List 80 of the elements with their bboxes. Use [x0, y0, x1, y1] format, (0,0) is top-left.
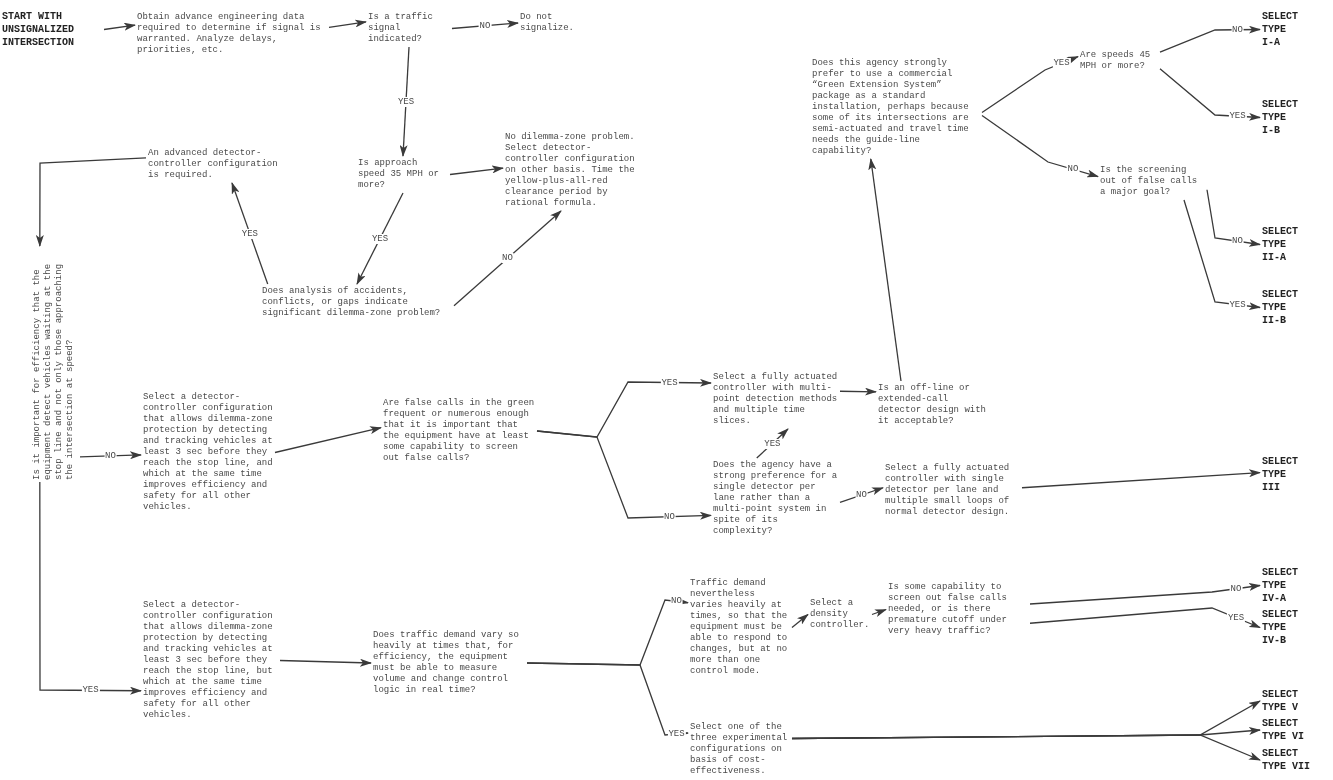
edge-label: NO	[855, 490, 868, 501]
step-text: Does this agency strongly prefer to use a commercial “Green Extension System” package as a standard installation, perhaps because some of its intersections are semi-actuated and travel time needs the guide-line capability?	[812, 58, 980, 157]
step-text: No dilemma-zone problem. Select detector-controller configuration on other basis. Time the yellow-plus-all-red clearance period by rational formula.	[505, 132, 645, 209]
edge-label: NO	[670, 596, 683, 607]
arrow	[868, 158, 902, 382]
result-text: START WITH UNSIGNALIZED INTERSECTION	[2, 10, 102, 49]
step-text: Does analysis of accidents, conflicts, or gaps indicate significant dilemma-zone problem?	[262, 286, 452, 319]
arrow	[526, 662, 689, 738]
arrow	[1206, 189, 1261, 247]
edge-label: YES	[667, 729, 686, 739]
step-text: Are speeds 45 MPH or more?	[1080, 50, 1158, 72]
edge-label: YES	[240, 228, 259, 239]
arrow	[356, 192, 404, 285]
arrow	[1021, 469, 1261, 489]
edge-label: NO	[104, 450, 117, 461]
arrow	[35, 157, 147, 247]
step-text: Select a detector-controller configuration that allows dilemma-zone protection by detecting and tracking vehicles at least 3 sec before they reach the stop line, but which at the same time improves efficiency and safety for all other vehicles.	[143, 600, 278, 721]
arrow	[279, 658, 372, 667]
result-text: SELECT TYPE III	[1262, 455, 1302, 494]
step-text: Obtain advance engineering data required to determine if signal is warranted. Analyze delays, priorities, etc.	[137, 12, 327, 56]
step-text: Traffic demand nevertheless varies heavily at times, so that the equipment must be able to respond to changes, but at no more than one control mode.	[690, 578, 790, 677]
step-text: Does traffic demand vary so heavily at times that, for efficiency, the equipment must be able to measure volume and change control logic in real time?	[373, 630, 525, 696]
edge-label: YES	[763, 438, 782, 449]
arrow	[791, 613, 809, 629]
arrow	[839, 387, 877, 396]
step-text: Select a fully actuated controller with single detector per lane and multiple small loops of normal detector design.	[885, 463, 1020, 518]
arrow	[1159, 68, 1261, 121]
arrow	[453, 210, 562, 307]
result-text: SELECT TYPE IV-A	[1262, 566, 1302, 605]
edge-label: YES	[1052, 58, 1071, 69]
arrow	[328, 19, 367, 29]
result-text: SELECT TYPE VI	[1262, 717, 1317, 743]
edge-label: YES	[1226, 612, 1246, 623]
arrow	[981, 55, 1079, 114]
arrow	[39, 481, 142, 695]
edge-label: YES	[370, 233, 390, 244]
arrow	[1183, 199, 1261, 311]
edge-label: NO	[1066, 164, 1080, 175]
step-text: Are false calls in the green frequent or numerous enough that it is important that the equipment have at least some capability to screen out false calls?	[383, 398, 535, 464]
step-text: Select one of the three experimental configurations on basis of cost-effectiveness.	[690, 722, 790, 777]
decision-text: Is it important for efficiency that the equipment detect vehicles waiting at the stop line and not only those approaching the intersection at speed?	[32, 248, 78, 480]
step-text: Select a fully actuated controller with multi-point detection methods and multiple time slices.	[713, 372, 838, 427]
result-text: SELECT TYPE VII	[1262, 747, 1317, 773]
step-text: Is an off-line or extended-call detector design with it acceptable?	[878, 383, 993, 427]
result-text: SELECT TYPE II-A	[1262, 225, 1302, 264]
step-text: Select a detector-controller configuration that allows dilemma-zone protection by detecting and tracking vehicles at least 3 sec before they reach the stop line, and which at the same time improves efficiency and safety for all other vehicles.	[143, 392, 273, 513]
edge-label: NO	[1231, 24, 1244, 35]
arrow	[839, 487, 884, 503]
arrow	[399, 46, 410, 157]
edge-label: YES	[1228, 299, 1247, 310]
arrow	[871, 608, 887, 617]
arrow	[1029, 607, 1261, 629]
arrow	[103, 22, 136, 31]
step-text: Is the screening out of false calls a major goal?	[1100, 165, 1205, 198]
edge-label: NO	[1229, 583, 1243, 594]
edge-label: NO	[663, 511, 676, 522]
edge-label: YES	[396, 96, 416, 107]
step-text: Select a density controller.	[810, 598, 870, 631]
result-text: SELECT TYPE I-A	[1262, 10, 1302, 49]
step-text: Is approach speed 35 MPH or more?	[358, 158, 448, 191]
arrow	[231, 182, 269, 285]
result-text: SELECT TYPE V	[1262, 688, 1317, 714]
result-text: SELECT TYPE II-B	[1262, 288, 1302, 327]
arrow	[1159, 25, 1261, 53]
edge-label: NO	[501, 253, 514, 264]
arrow	[1029, 583, 1261, 605]
step-text: Does the agency have a strong preference for a single detector per lane rather than a multi-point system in spite of its complexity?	[713, 460, 838, 537]
arrow	[791, 734, 1261, 761]
result-text: SELECT TYPE IV-B	[1262, 608, 1302, 647]
arrow	[449, 165, 504, 176]
step-text: Is a traffic signal indicated?	[368, 12, 450, 45]
edge-label: YES	[660, 377, 679, 388]
arrow	[981, 114, 1099, 178]
step-text: Is some capability to screen out false calls needed, or is there premature cutoff under very heavy traffic?	[888, 582, 1028, 637]
result-text: SELECT TYPE I-B	[1262, 98, 1302, 137]
edge-label: NO	[478, 20, 492, 31]
arrow	[536, 430, 712, 520]
step-text: An advanced detector-controller configuration is required.	[148, 148, 288, 181]
step-text: Do not signalize.	[520, 12, 590, 34]
arrow	[274, 426, 382, 454]
